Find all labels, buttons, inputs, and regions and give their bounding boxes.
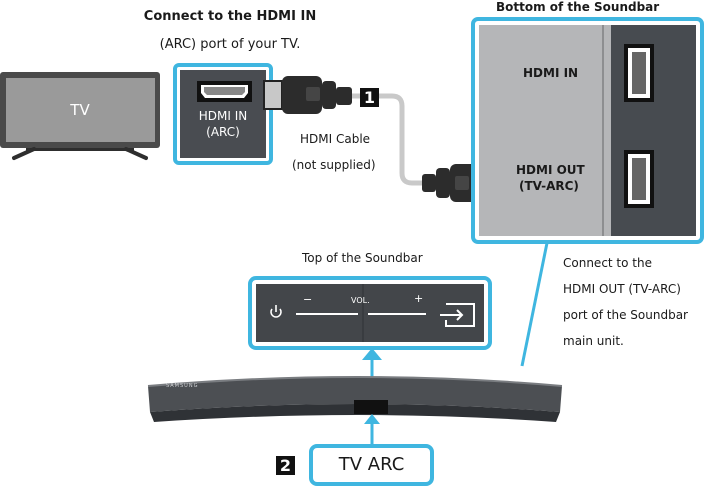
connect-note-line3: port of the Soundbar [563, 308, 688, 322]
soundbar-top-title: Top of the Soundbar [302, 251, 423, 265]
tv-label: TV [70, 101, 90, 119]
connect-note-line4: main unit. [563, 334, 624, 348]
tv-port-caption-line1: Connect to the HDMI IN [143, 9, 317, 24]
step-1-badge: 1 [360, 88, 379, 107]
soundbar-brand: SAMSUNG [166, 383, 199, 389]
bottom-panel-leader [520, 242, 549, 367]
power-icon [270, 305, 282, 318]
cable-label-line1: HDMI Cable [300, 132, 371, 146]
input-source-icon [440, 303, 475, 327]
tv-port-label-line2: (ARC) [206, 125, 240, 139]
tv-port-caption-line2: (ARC) port of your TV. [159, 37, 301, 52]
tv-port-label-line1: HDMI IN [198, 109, 248, 123]
hdmi-out-label-line2: (TV-ARC) [519, 179, 579, 193]
tv-illustration [0, 72, 160, 160]
display-text: TV ARC [338, 454, 405, 475]
soundbar-top-panel [248, 276, 492, 380]
display-callout-box [309, 444, 434, 486]
hdmi-out-label-line1: HDMI OUT [516, 163, 585, 177]
cable-label-line2: (not supplied) [292, 158, 376, 172]
soundbar-unit [147, 376, 563, 422]
volume-label: VOL. [351, 296, 370, 305]
connect-note-line2: HDMI OUT (TV-ARC) [563, 282, 681, 296]
connect-note-line1: Connect to the [563, 256, 652, 270]
volume-minus-label: − [303, 293, 313, 306]
display-leader [364, 414, 380, 446]
soundbar-bottom-title: Bottom of the Soundbar [496, 0, 660, 14]
tv-hdmi-port-callout [173, 63, 273, 165]
step-2-badge: 2 [276, 456, 295, 475]
soundbar-bottom-panel [471, 17, 704, 244]
volume-plus-label: + [414, 292, 424, 305]
hdmi-in-label: HDMI IN [523, 66, 579, 80]
